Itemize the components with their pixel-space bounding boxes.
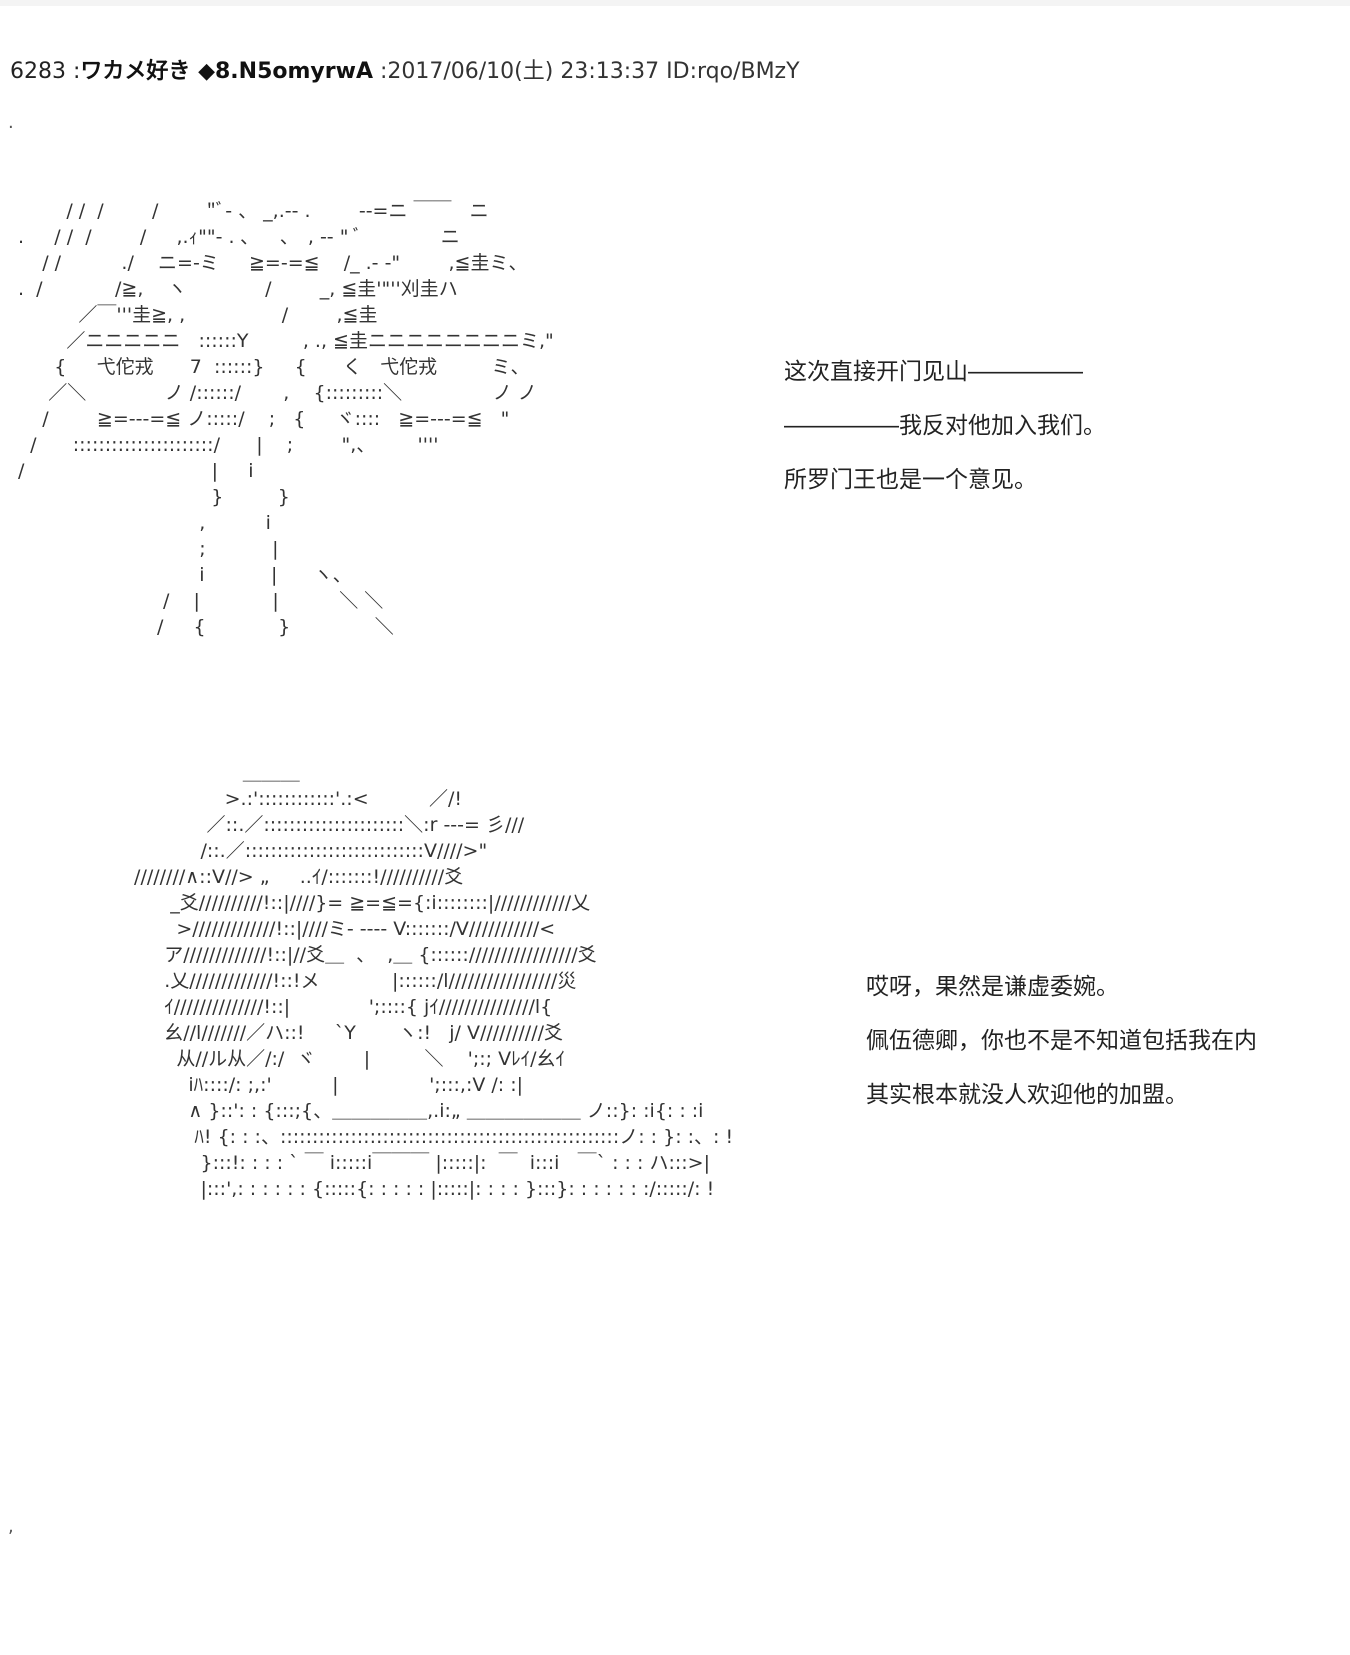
post-separator: :	[66, 59, 81, 84]
page-top-strip	[0, 0, 1350, 6]
post-meta: :2017/06/10(土) 23:13:37 ID:rqo/BMzY	[372, 59, 800, 84]
poster-trip: ◆8.N5omyrwA	[190, 59, 373, 84]
post-header: 6283 :ワカメ好き ◆8.N5omyrwA :2017/06/10(土) 2…	[10, 58, 800, 86]
ascii-art-face-closeup: / / / / "ﾞ- 、 _,.-- . --=ニ ￣￣ ニ . / / / …	[18, 200, 554, 638]
post-number[interactable]: 6283	[10, 59, 66, 84]
top-dot: .	[8, 112, 14, 133]
dialogue-box-2: 哎呀，果然是谦虚委婉。 佩伍德卿，你也不是不知道包括我在内 其实根本就没人欢迎他…	[866, 960, 1257, 1122]
dialogue-box-1: 这次直接开门见山――――― ―――――我反对他加入我们。 所罗门王也是一个意见。	[784, 345, 1106, 507]
dialogue-line: 佩伍德卿，你也不是不知道包括我在内	[866, 1028, 1257, 1054]
dialogue-line: 所罗门王也是一个意见。	[784, 467, 1037, 493]
dialogue-line: ―――――我反对他加入我们。	[784, 413, 1106, 439]
poster-name: ワカメ好き	[80, 59, 191, 84]
dialogue-line: 这次直接开门见山―――――	[784, 359, 1083, 385]
dialogue-line: 哎呀，果然是谦虚委婉。	[866, 974, 1119, 1000]
ascii-art-character-hat: ＿＿＿ >.:'::::::::::::'.:< ／/! ／::.／::::::…	[134, 762, 734, 1200]
dialogue-line: 其实根本就没人欢迎他的加盟。	[866, 1082, 1188, 1108]
bottom-dot: ,	[8, 1516, 14, 1537]
